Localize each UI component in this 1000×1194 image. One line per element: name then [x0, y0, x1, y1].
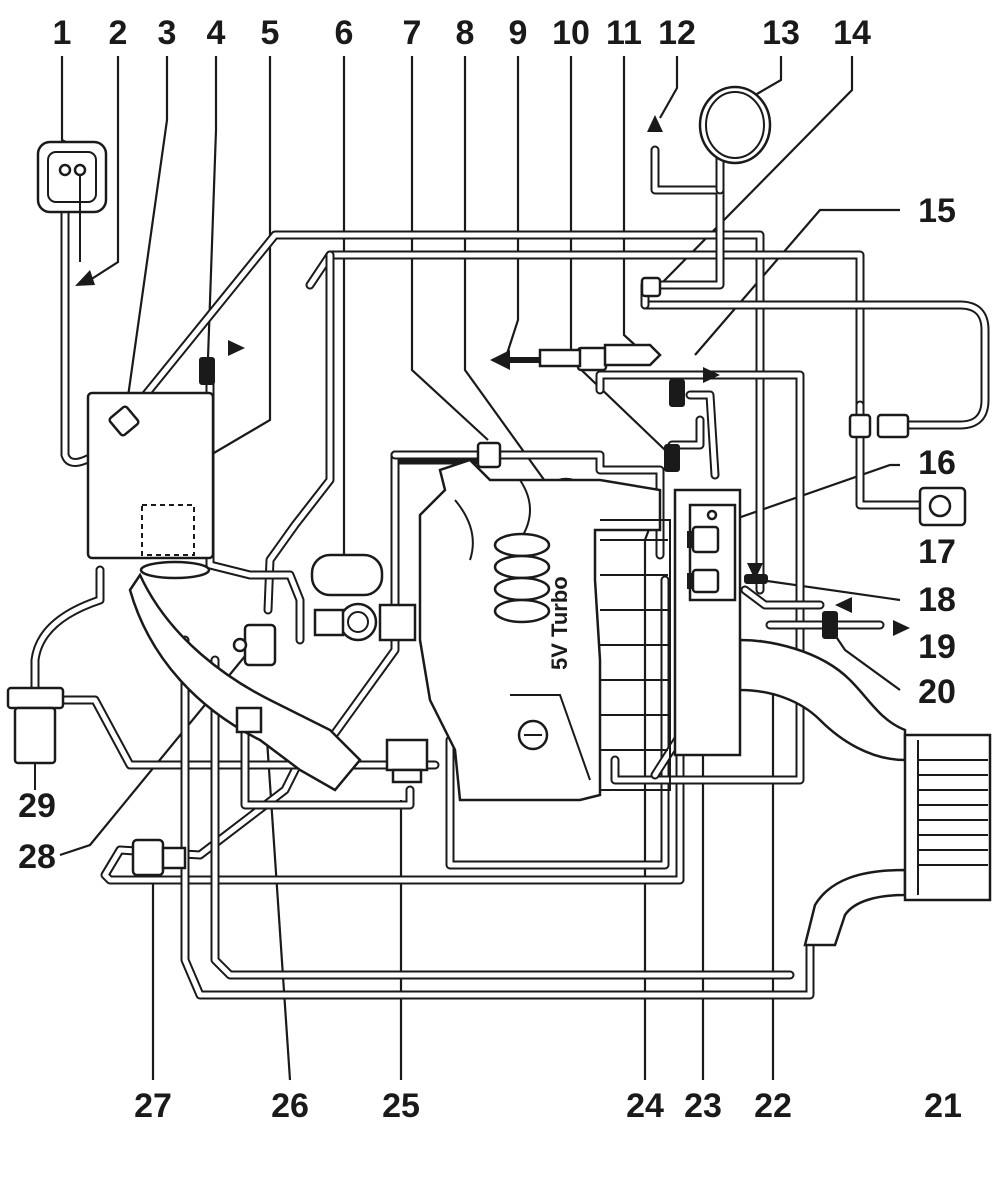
pcv-line: [538, 343, 662, 368]
engine-label: 5V Turbo: [547, 576, 572, 670]
callout-22: 22: [754, 1087, 792, 1125]
turbocharger: [310, 553, 417, 642]
inline-filter: [385, 738, 429, 784]
callout-7: 7: [403, 14, 422, 52]
callout-25: 25: [382, 1087, 420, 1125]
callout-13: 13: [762, 14, 800, 52]
solenoid-valve-23: [687, 568, 720, 594]
boost-pressure-gauge: [36, 140, 108, 262]
callout-10: 10: [552, 14, 590, 52]
arrow-12: [647, 115, 663, 132]
callout-3: 3: [158, 14, 177, 52]
callout-2: 2: [109, 14, 128, 52]
callout-11: 11: [606, 14, 642, 52]
arrow-20: [835, 597, 852, 613]
callout-21: 21: [924, 1087, 962, 1125]
callout-29: 29: [18, 787, 56, 825]
arrow-15: [703, 367, 720, 383]
intercooler: [903, 733, 992, 902]
callout-18: 18: [918, 581, 956, 619]
callout-23: 23: [684, 1087, 722, 1125]
callout-17: 17: [918, 533, 956, 571]
callout-14: 14: [833, 14, 871, 52]
callout-4: 4: [207, 14, 226, 52]
callout-26: 26: [271, 1087, 309, 1125]
callout-numbers: 1 2 3 4 5 6 7 8 9 10 11 12 13 14 15 16 1…: [18, 14, 962, 1125]
callout-24: 24: [626, 1087, 664, 1125]
callout-12: 12: [658, 14, 696, 52]
fuel-filter: [6, 686, 65, 790]
arrow-19: [893, 620, 910, 636]
solenoid-valve-16: [687, 525, 720, 554]
air-filter-housing: [86, 391, 215, 580]
callout-1: 1: [53, 14, 72, 52]
engine-block: 5V Turbo: [418, 458, 671, 802]
arrow-18: [747, 563, 763, 580]
callout-6: 6: [335, 14, 354, 52]
callout-15: 15: [918, 192, 956, 230]
wastegate-actuator: [131, 838, 187, 877]
check-valve-26: [235, 706, 263, 734]
callout-28: 28: [18, 838, 56, 876]
arrow-2: [75, 270, 95, 286]
callout-27: 27: [134, 1087, 172, 1125]
callout-16: 16: [918, 444, 956, 482]
arrow-9: [490, 350, 510, 370]
pressure-sensor: [918, 486, 967, 527]
bypass-valve: [232, 623, 277, 667]
arrow-4: [228, 340, 245, 356]
callout-5: 5: [261, 14, 280, 52]
callout-20: 20: [918, 673, 956, 711]
callout-8: 8: [456, 14, 475, 52]
vacuum-reservoir: [698, 85, 772, 165]
callout-19: 19: [918, 628, 956, 666]
callout-9: 9: [509, 14, 528, 52]
check-valves: [108, 276, 910, 639]
flow-arrows: [75, 115, 910, 636]
